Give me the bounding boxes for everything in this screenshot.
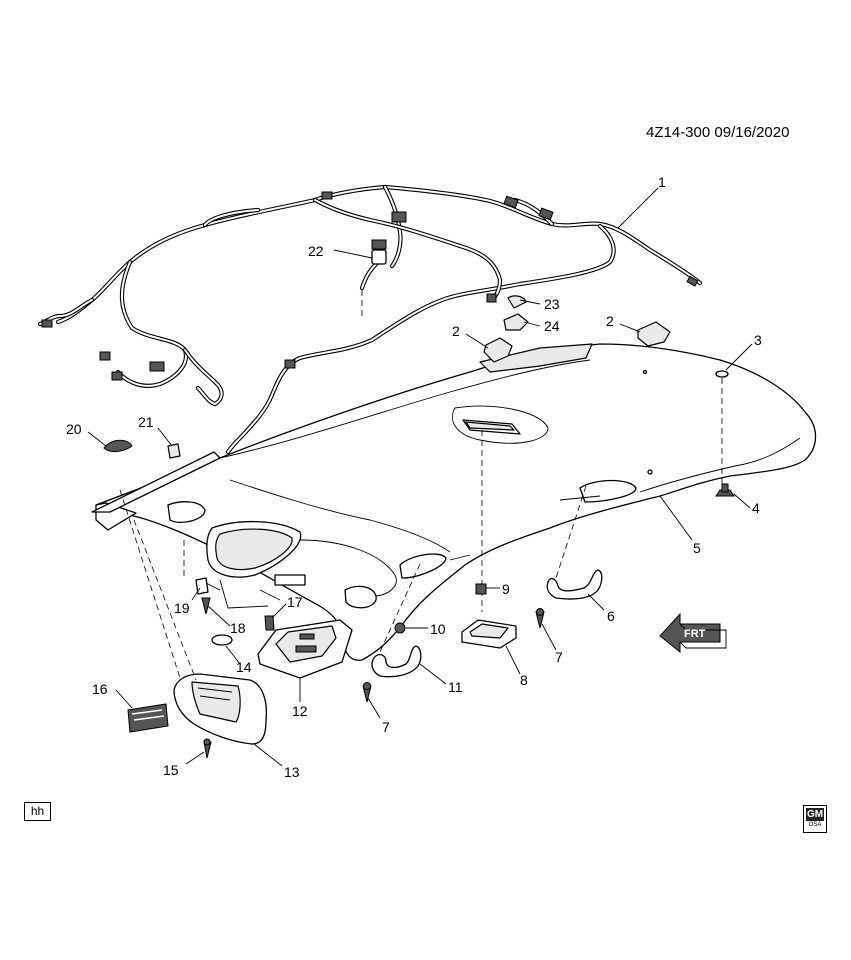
gm-logo-subtext: OSA — [808, 822, 822, 828]
clip-3 — [715, 370, 729, 488]
cover-14 — [211, 634, 233, 646]
harness-connector-22 — [359, 249, 387, 318]
plug-10 — [394, 622, 406, 634]
retainer-clip-2b — [637, 321, 671, 347]
callout-19: 19 — [174, 600, 190, 616]
visor-label-16 — [127, 703, 169, 733]
callout-10: 10 — [430, 621, 446, 637]
front-arrow-label: FRT — [684, 628, 706, 640]
screw-7a — [535, 608, 545, 629]
sun-visor-13 — [173, 673, 268, 745]
callout-18: 18 — [230, 620, 246, 636]
gm-logo: GM OSA — [803, 805, 827, 833]
callout-1: 1 — [658, 174, 666, 190]
callout-7b: 7 — [382, 719, 390, 735]
screw-18 — [201, 597, 211, 615]
gm-logo-text: GM — [806, 808, 824, 821]
headliner-panel — [95, 343, 817, 661]
callout-12: 12 — [292, 703, 308, 719]
screw-15 — [203, 738, 212, 759]
dome-lamp-8 — [461, 430, 517, 649]
callout-21: 21 — [138, 414, 154, 430]
callout-7a: 7 — [555, 649, 563, 665]
callout-5: 5 — [693, 540, 701, 556]
callout-4: 4 — [752, 500, 760, 516]
roof-wiring-harness — [37, 184, 703, 455]
clip-17 — [264, 615, 275, 631]
callout-22: 22 — [308, 243, 324, 259]
callout-15: 15 — [163, 762, 179, 778]
callout-3: 3 — [754, 332, 762, 348]
callout-14: 14 — [236, 659, 252, 675]
front-direction-arrow: FRT — [659, 612, 727, 654]
section-code-box: hh — [24, 802, 51, 821]
retainer-clip-2a — [483, 337, 513, 363]
callout-9: 9 — [502, 581, 510, 597]
assist-handle-6 — [546, 485, 603, 600]
assist-handle-11 — [371, 563, 422, 678]
callout-11: 11 — [448, 679, 463, 695]
clip-23 — [507, 295, 527, 309]
callout-16: 16 — [92, 681, 108, 697]
trim-20 — [103, 439, 133, 453]
screw-7b — [362, 682, 372, 703]
callout-13: 13 — [284, 764, 300, 780]
callout-23: 23 — [544, 296, 560, 312]
callout-numbers: 1 2 2 3 4 5 6 7 7 8 9 10 11 12 13 14 15 … — [66, 174, 762, 780]
fastener-4 — [715, 483, 735, 497]
callout-6: 6 — [607, 608, 615, 624]
callout-17: 17 — [287, 594, 303, 610]
callout-2a: 2 — [452, 323, 460, 339]
clip-24 — [503, 313, 529, 331]
diagram-reference-code: 4Z14-300 09/16/2020 — [646, 124, 790, 141]
callout-24: 24 — [544, 318, 560, 334]
callout-8: 8 — [520, 672, 528, 688]
clip-9 — [475, 583, 487, 595]
overhead-console-12 — [257, 619, 353, 679]
pillar-trim — [91, 451, 269, 681]
callout-20: 20 — [66, 421, 82, 437]
callout-2b: 2 — [606, 313, 614, 329]
leader-lines — [87, 187, 753, 767]
clip-21 — [167, 443, 181, 459]
